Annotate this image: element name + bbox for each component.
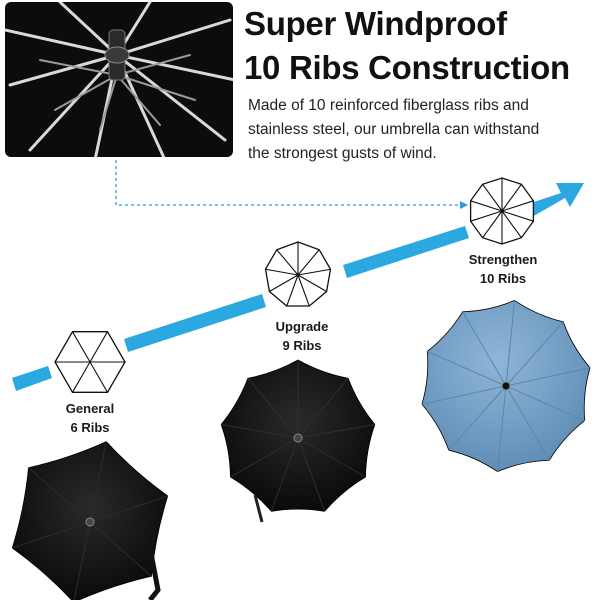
- canopy-seam: [505, 385, 585, 422]
- nine-rib-umbrella-image: [220, 359, 376, 512]
- tier-label-strengthen: Strengthen 10 Ribs: [443, 250, 563, 288]
- rib-line: [501, 200, 534, 212]
- canopy-seam: [297, 423, 375, 439]
- rib-line: [276, 249, 299, 276]
- rib-line: [501, 210, 534, 222]
- rib-line: [501, 210, 522, 239]
- rib-line: [89, 361, 108, 393]
- description: Made of 10 reinforced fiberglass ribs an…: [248, 94, 598, 166]
- canopy-seam: [505, 385, 550, 461]
- canopy-seam: [73, 521, 91, 600]
- canopy-seam: [427, 350, 507, 387]
- description-line-1: Made of 10 reinforced fiberglass ribs an…: [248, 97, 529, 114]
- rib-line: [297, 268, 331, 276]
- umbrella-hub: [501, 381, 511, 391]
- rib-line: [286, 274, 299, 307]
- hexagon-rib-diagram-icon: [54, 331, 126, 393]
- canopy-seam: [28, 467, 91, 523]
- umbrella-strap-2: [253, 494, 264, 523]
- rib-line: [482, 183, 503, 212]
- rib-line: [501, 183, 522, 212]
- description-line-3: the strongest gusts of wind.: [248, 145, 437, 162]
- umbrella-hub: [293, 433, 303, 443]
- rib-line: [297, 274, 310, 307]
- canopy-seam: [505, 300, 516, 387]
- canopy-seam: [496, 385, 507, 472]
- description-line-2: stainless steel, our umbrella can withst…: [248, 121, 540, 138]
- canopy-seam: [421, 385, 507, 405]
- canopy-seam: [270, 437, 299, 512]
- canopy-seam: [297, 437, 326, 512]
- heading-line-2: 10 Ribs Construction: [244, 49, 570, 86]
- canopy-seam: [297, 377, 349, 439]
- tier-label-upgrade: Upgrade 9 Ribs: [242, 317, 362, 355]
- umbrella-strap: [147, 547, 161, 600]
- canopy-seam: [297, 437, 366, 478]
- rib-line: [297, 249, 320, 276]
- tier-ribs: 6 Ribs: [70, 420, 110, 435]
- canopy-seam: [505, 367, 591, 387]
- decagon-rib-diagram-icon: [469, 177, 535, 245]
- canopy-seam: [89, 521, 152, 577]
- rib-line: [470, 200, 503, 212]
- heading-line-1: Super Windproof: [244, 5, 507, 42]
- tier-ribs: 10 Ribs: [479, 271, 527, 286]
- canopy-seam: [89, 495, 168, 523]
- umbrella-hub: [85, 517, 95, 527]
- rib-line: [265, 268, 299, 276]
- canopy-seam: [448, 385, 507, 451]
- rib-line: [470, 210, 503, 222]
- tier-name: Strengthen: [468, 252, 538, 267]
- rib-line: [72, 361, 91, 393]
- canopy-seam: [505, 321, 564, 387]
- tier-label-general: General 6 Ribs: [30, 399, 150, 437]
- rib-line: [297, 274, 327, 292]
- tier-name: Upgrade: [275, 319, 329, 334]
- canopy-seam: [221, 423, 299, 439]
- six-rib-umbrella-image: [11, 441, 169, 600]
- rib-line: [89, 331, 108, 363]
- canopy-seam: [89, 441, 107, 523]
- canopy-seam: [230, 437, 299, 478]
- ten-rib-umbrella-image: [421, 299, 591, 473]
- rib-line: [269, 274, 299, 292]
- heading: Super Windproof 10 Ribs Construction: [244, 2, 600, 90]
- tier-ribs: 9 Ribs: [282, 338, 322, 353]
- canopy-seam: [12, 521, 91, 549]
- nonagon-rib-diagram-icon: [264, 241, 332, 307]
- canopy-seam: [247, 377, 299, 439]
- rib-line: [72, 331, 91, 363]
- tier-name: General: [65, 401, 115, 416]
- canopy-seam: [462, 311, 507, 387]
- rib-line: [482, 210, 503, 239]
